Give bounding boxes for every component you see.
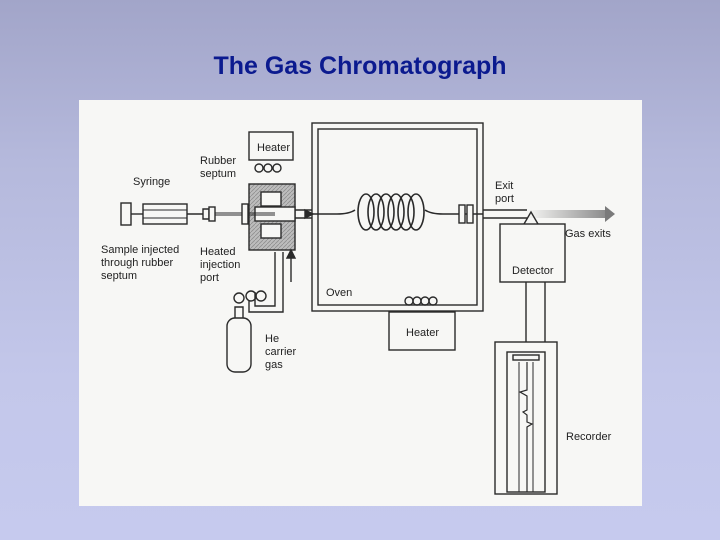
label-heater-top: Heater	[257, 142, 290, 154]
heater-bottom	[388, 296, 456, 351]
label-sample-1: Sample injected	[101, 244, 179, 256]
detector	[499, 210, 566, 342]
syringe	[120, 202, 275, 226]
label-exit-port: port	[495, 193, 514, 205]
gas-chromatograph-diagram: Heater Rubber septum Syringe Sample inje…	[79, 100, 642, 506]
he-gas-cylinder	[226, 290, 267, 373]
recorder	[494, 341, 558, 495]
label-gas-exits: Gas exits	[565, 228, 611, 240]
label-septum: septum	[200, 168, 236, 180]
exit-coupling	[458, 204, 466, 224]
label-recorder: Recorder	[566, 431, 612, 443]
column-coil	[312, 193, 483, 231]
label-gas: gas	[265, 359, 283, 371]
label-rubber: Rubber	[200, 155, 236, 167]
label-heated: Heated	[200, 246, 235, 258]
label-sample-2: through rubber	[101, 257, 173, 269]
flow-arrow-inlet	[304, 208, 315, 220]
label-detector: Detector	[512, 265, 554, 277]
recorder-trace	[518, 362, 534, 492]
oven-box	[311, 122, 484, 312]
label-injection: injection	[200, 259, 240, 271]
heater-top	[248, 131, 294, 173]
injection-port	[248, 183, 296, 251]
label-heater-bottom: Heater	[406, 327, 439, 339]
label-syringe: Syringe	[133, 176, 170, 188]
label-oven: Oven	[326, 287, 352, 299]
label-port: port	[200, 272, 219, 284]
carrier-gas-line	[248, 248, 297, 313]
gas-exit-arrow	[527, 206, 615, 222]
label-carrier: carrier	[265, 346, 297, 358]
label-sample-3: septum	[101, 270, 137, 282]
label-exit: Exit	[495, 180, 513, 192]
label-he: He	[265, 333, 279, 345]
slide-title: The Gas Chromatograph	[213, 52, 507, 80]
